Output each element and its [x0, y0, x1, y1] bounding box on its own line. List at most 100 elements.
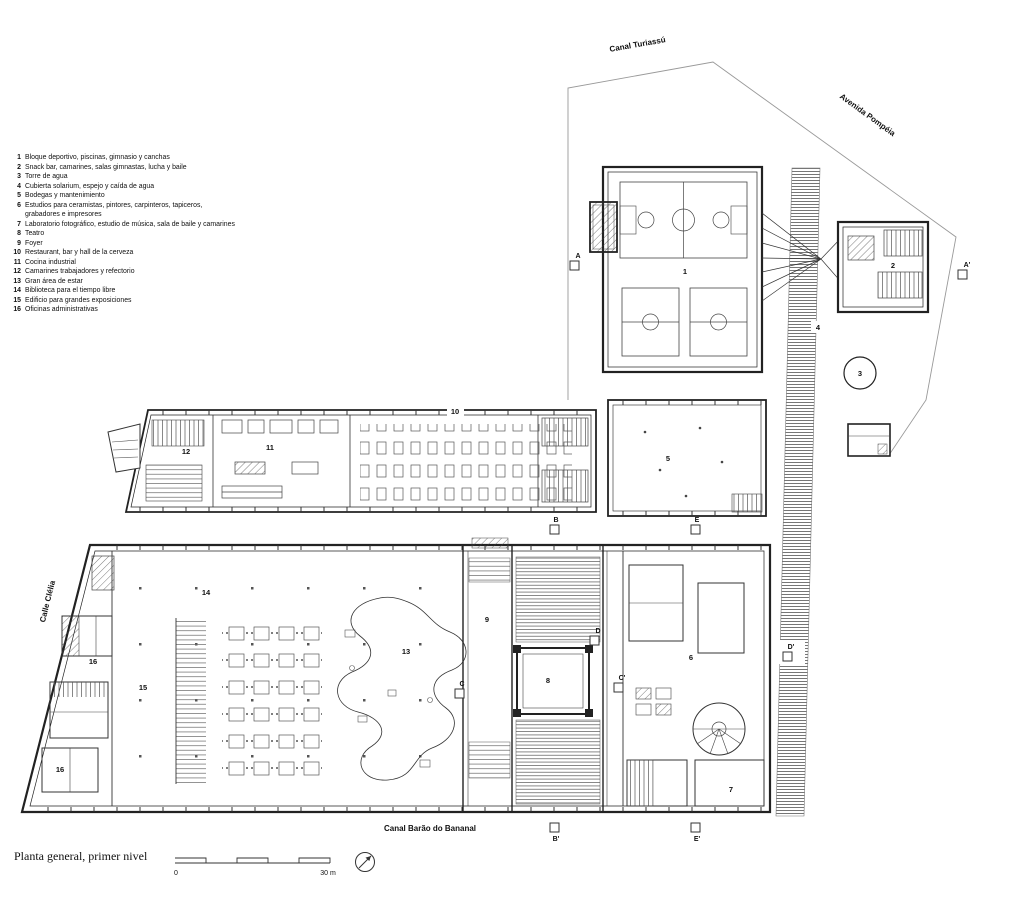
legend-item-text: Estudios para ceramistas, pintores, carp…: [25, 201, 203, 219]
court-left: [621, 287, 680, 357]
theatre: [513, 556, 601, 805]
legend-item-number: 10: [13, 249, 21, 257]
legend-item-number: 4: [17, 182, 21, 190]
legend-item: 1 Bloque deportivo, piscinas, gimnasio y …: [10, 153, 238, 163]
foyer: [468, 557, 511, 779]
legend-item: 14 Biblioteca para el tiempo libre: [10, 286, 238, 296]
legend-item-number: 6: [17, 201, 21, 209]
court-main: [619, 181, 748, 259]
bar-rooms: [541, 417, 589, 503]
section-label-c-prime: C': [619, 675, 626, 682]
exhibition-hall: [20, 537, 772, 814]
gym-annex: [589, 201, 618, 253]
legend-item: 13 Gran área de estar: [10, 277, 238, 287]
drawing-title: Planta general, primer nivel: [14, 849, 148, 863]
section-label-a-prime: A': [964, 262, 971, 269]
library: [175, 618, 322, 784]
legend-item-number: 16: [13, 306, 21, 314]
legend-item-text: Torre de agua: [25, 173, 68, 181]
workers-rooms-12: [145, 419, 205, 502]
plan-label-16a: 16: [89, 657, 97, 666]
legend-item-number: 8: [17, 230, 21, 238]
legend-item-number: 7: [17, 220, 21, 228]
legend-item-number: 13: [13, 277, 21, 285]
section-label-d-prime: D': [788, 644, 795, 651]
service-building: [847, 423, 891, 457]
legend-item-text: Gran área de estar: [25, 277, 83, 285]
section-marker-c: C: [454, 681, 465, 699]
legend-item-text: Snack bar, camarines, salas gimnastas, l…: [25, 163, 187, 171]
legend-item-text: Bloque deportivo, piscinas, gimnasio y c…: [25, 154, 170, 161]
plan-number-labels: 1 2 3 4 5 6 7 8 9 10 11 12 13 14 15 16 1…: [56, 261, 895, 794]
plan-label-9: 9: [485, 615, 489, 624]
legend-item-text: Camarines trabajadores y refectorio: [25, 268, 135, 276]
studios-block: [626, 564, 765, 807]
calle-clelia-label: Calle Clélia: [38, 579, 57, 623]
section-label-d: D: [595, 628, 600, 635]
legend-item-text: Laboratorio fotográfico, estudio de músi…: [25, 220, 235, 228]
legend-item-text: Teatro: [25, 230, 45, 238]
plan-label-13: 13: [402, 647, 410, 656]
scale-bar: 0 30 m: [174, 857, 336, 877]
section-label-a: A: [575, 253, 580, 260]
legend-item-text: Cocina industrial: [25, 258, 76, 266]
legend-item: 7 Laboratorio fotográfico, estudio de mús…: [10, 220, 238, 230]
lounge-area: [337, 596, 467, 781]
section-label-e-prime: E': [694, 836, 701, 843]
water-tower: [843, 356, 877, 390]
legend-item-number: 5: [17, 192, 21, 200]
solarium-strip: [775, 167, 821, 817]
legend-item: 8 Teatro: [10, 229, 238, 239]
scale-end-label: 30 m: [320, 870, 336, 877]
legend-item-text: Foyer: [25, 239, 43, 247]
legend-item: 12 Camarines trabajadores y refectorio: [10, 267, 238, 277]
legend: 1 Bloque deportivo, piscinas, gimnasio y …: [10, 153, 238, 315]
section-marker-e: E: [690, 517, 701, 535]
section-marker-e-prime: E': [690, 822, 701, 843]
legend-item: 16 Oficinas administrativas: [10, 305, 238, 315]
legend-item-number: 12: [13, 268, 21, 276]
court-right: [689, 287, 748, 357]
dining-tables-10: [360, 424, 572, 508]
section-marker-a: A: [569, 253, 581, 271]
snackbar-block: [836, 220, 930, 314]
section-label-c: C: [459, 681, 464, 688]
plan-label-14: 14: [202, 588, 211, 597]
plan-label-3: 3: [858, 369, 862, 378]
section-marker-d: D: [589, 628, 601, 646]
warehouse-block: [607, 399, 767, 517]
plan-label-12: 12: [182, 447, 190, 456]
legend-item-text: Cubierta solarium, espejo y caída de agu…: [25, 182, 155, 190]
legend-item-number: 14: [13, 287, 21, 295]
legend-item-text: Edificio para grandes exposiciones: [25, 296, 132, 304]
legend-item-text: Biblioteca para el tiempo libre: [25, 287, 116, 295]
plan-label-10: 10: [451, 407, 459, 416]
legend-item-text: Oficinas administrativas: [25, 306, 98, 314]
avenida-pompeia-label: Avenida Pompéia: [838, 92, 897, 139]
legend-item-number: 1: [17, 154, 21, 161]
plan-label-5: 5: [666, 454, 670, 463]
section-marker-b-prime: B': [549, 822, 560, 843]
canal-turiassu-label: Canal Turiassú: [609, 35, 667, 54]
sports-block: [589, 165, 764, 374]
plan-label-6: 6: [689, 653, 693, 662]
legend-item-number: 2: [17, 163, 21, 171]
restaurant-block: [107, 409, 597, 513]
legend-item-number: 3: [17, 173, 21, 181]
section-label-b: B: [553, 517, 558, 524]
north-arrow-icon: [355, 852, 375, 872]
legend-item: 2 Snack bar, camarines, salas gimnastas, …: [10, 163, 238, 173]
legend-item-number: 11: [13, 258, 21, 266]
kitchen-11: [221, 419, 339, 499]
plan-label-16b: 16: [56, 765, 64, 774]
plan-label-4: 4: [816, 323, 821, 332]
plan-label-8: 8: [546, 676, 550, 685]
scale-start-label: 0: [174, 870, 178, 877]
plan-label-1: 1: [683, 267, 687, 276]
bridge-connector: [761, 212, 843, 302]
